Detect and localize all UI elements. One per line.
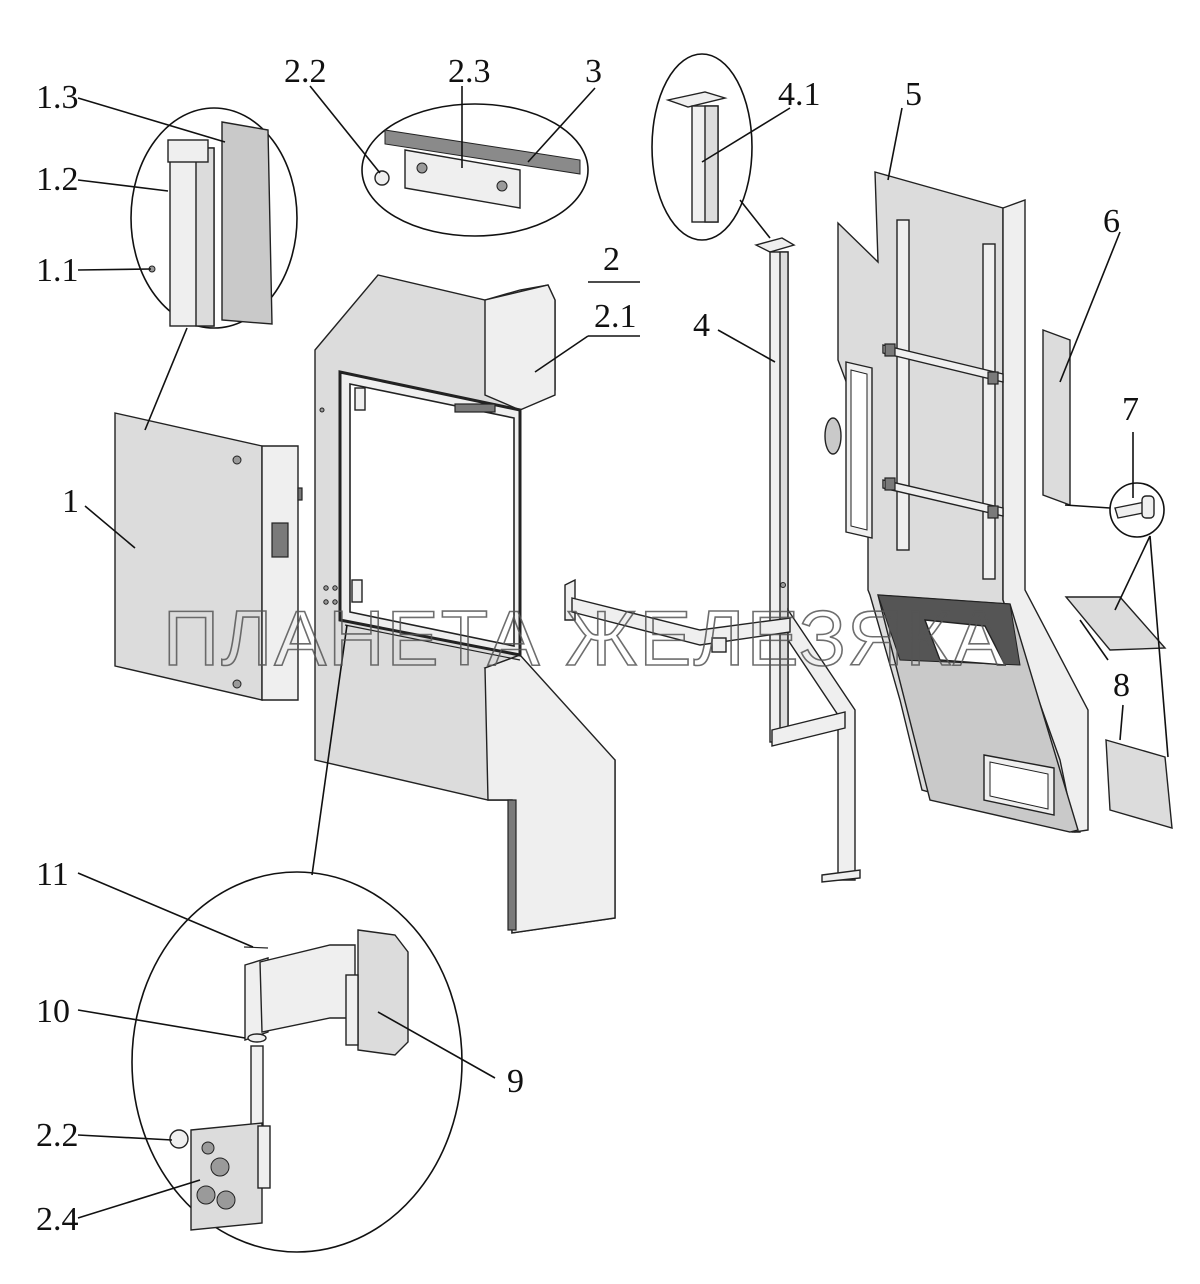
label-2-1: 2.1 <box>594 298 637 335</box>
detail-view-part-4 <box>651 53 753 241</box>
part-4-post <box>564 237 861 883</box>
label-2-4: 2.4 <box>36 1201 79 1238</box>
label-6: 6 <box>1103 203 1120 240</box>
label-1-1: 1.1 <box>36 252 79 289</box>
label-2-3: 2.3 <box>448 53 491 90</box>
part-8-plates <box>1064 596 1173 829</box>
label-2-2-top: 2.2 <box>284 53 327 90</box>
label-11: 11 <box>36 856 69 893</box>
part-1-side-panel <box>114 412 303 701</box>
label-1-3: 1.3 <box>36 79 79 116</box>
detail-view-part-3 <box>361 103 589 237</box>
callout-labels: 1.3 1.2 1.1 1 2.2 2.3 3 4.1 5 2 2.1 4 6 … <box>36 53 1139 1238</box>
part-7-detail <box>1109 482 1165 538</box>
label-4: 4 <box>693 307 710 344</box>
label-2-2-bottom: 2.2 <box>36 1117 79 1154</box>
label-8: 8 <box>1113 667 1130 704</box>
label-9: 9 <box>507 1063 524 1100</box>
label-1: 1 <box>62 483 79 520</box>
leader-lines <box>77 85 1169 1219</box>
label-7: 7 <box>1122 391 1139 428</box>
label-5: 5 <box>905 76 922 113</box>
label-4-1: 4.1 <box>778 76 821 113</box>
part-2-window-frame <box>314 274 616 934</box>
label-3: 3 <box>585 53 602 90</box>
part-5-rear-panel <box>824 171 1089 833</box>
label-1-2: 1.2 <box>36 161 79 198</box>
watermark-text: ПЛАНЕТА ЖЕЛЕЗЯКА <box>163 594 1007 682</box>
label-10: 10 <box>36 993 70 1030</box>
label-2: 2 <box>603 241 620 278</box>
detail-view-hinge <box>131 871 463 1253</box>
part-6-strip <box>1042 328 1071 507</box>
detail-view-part-1 <box>130 107 298 329</box>
